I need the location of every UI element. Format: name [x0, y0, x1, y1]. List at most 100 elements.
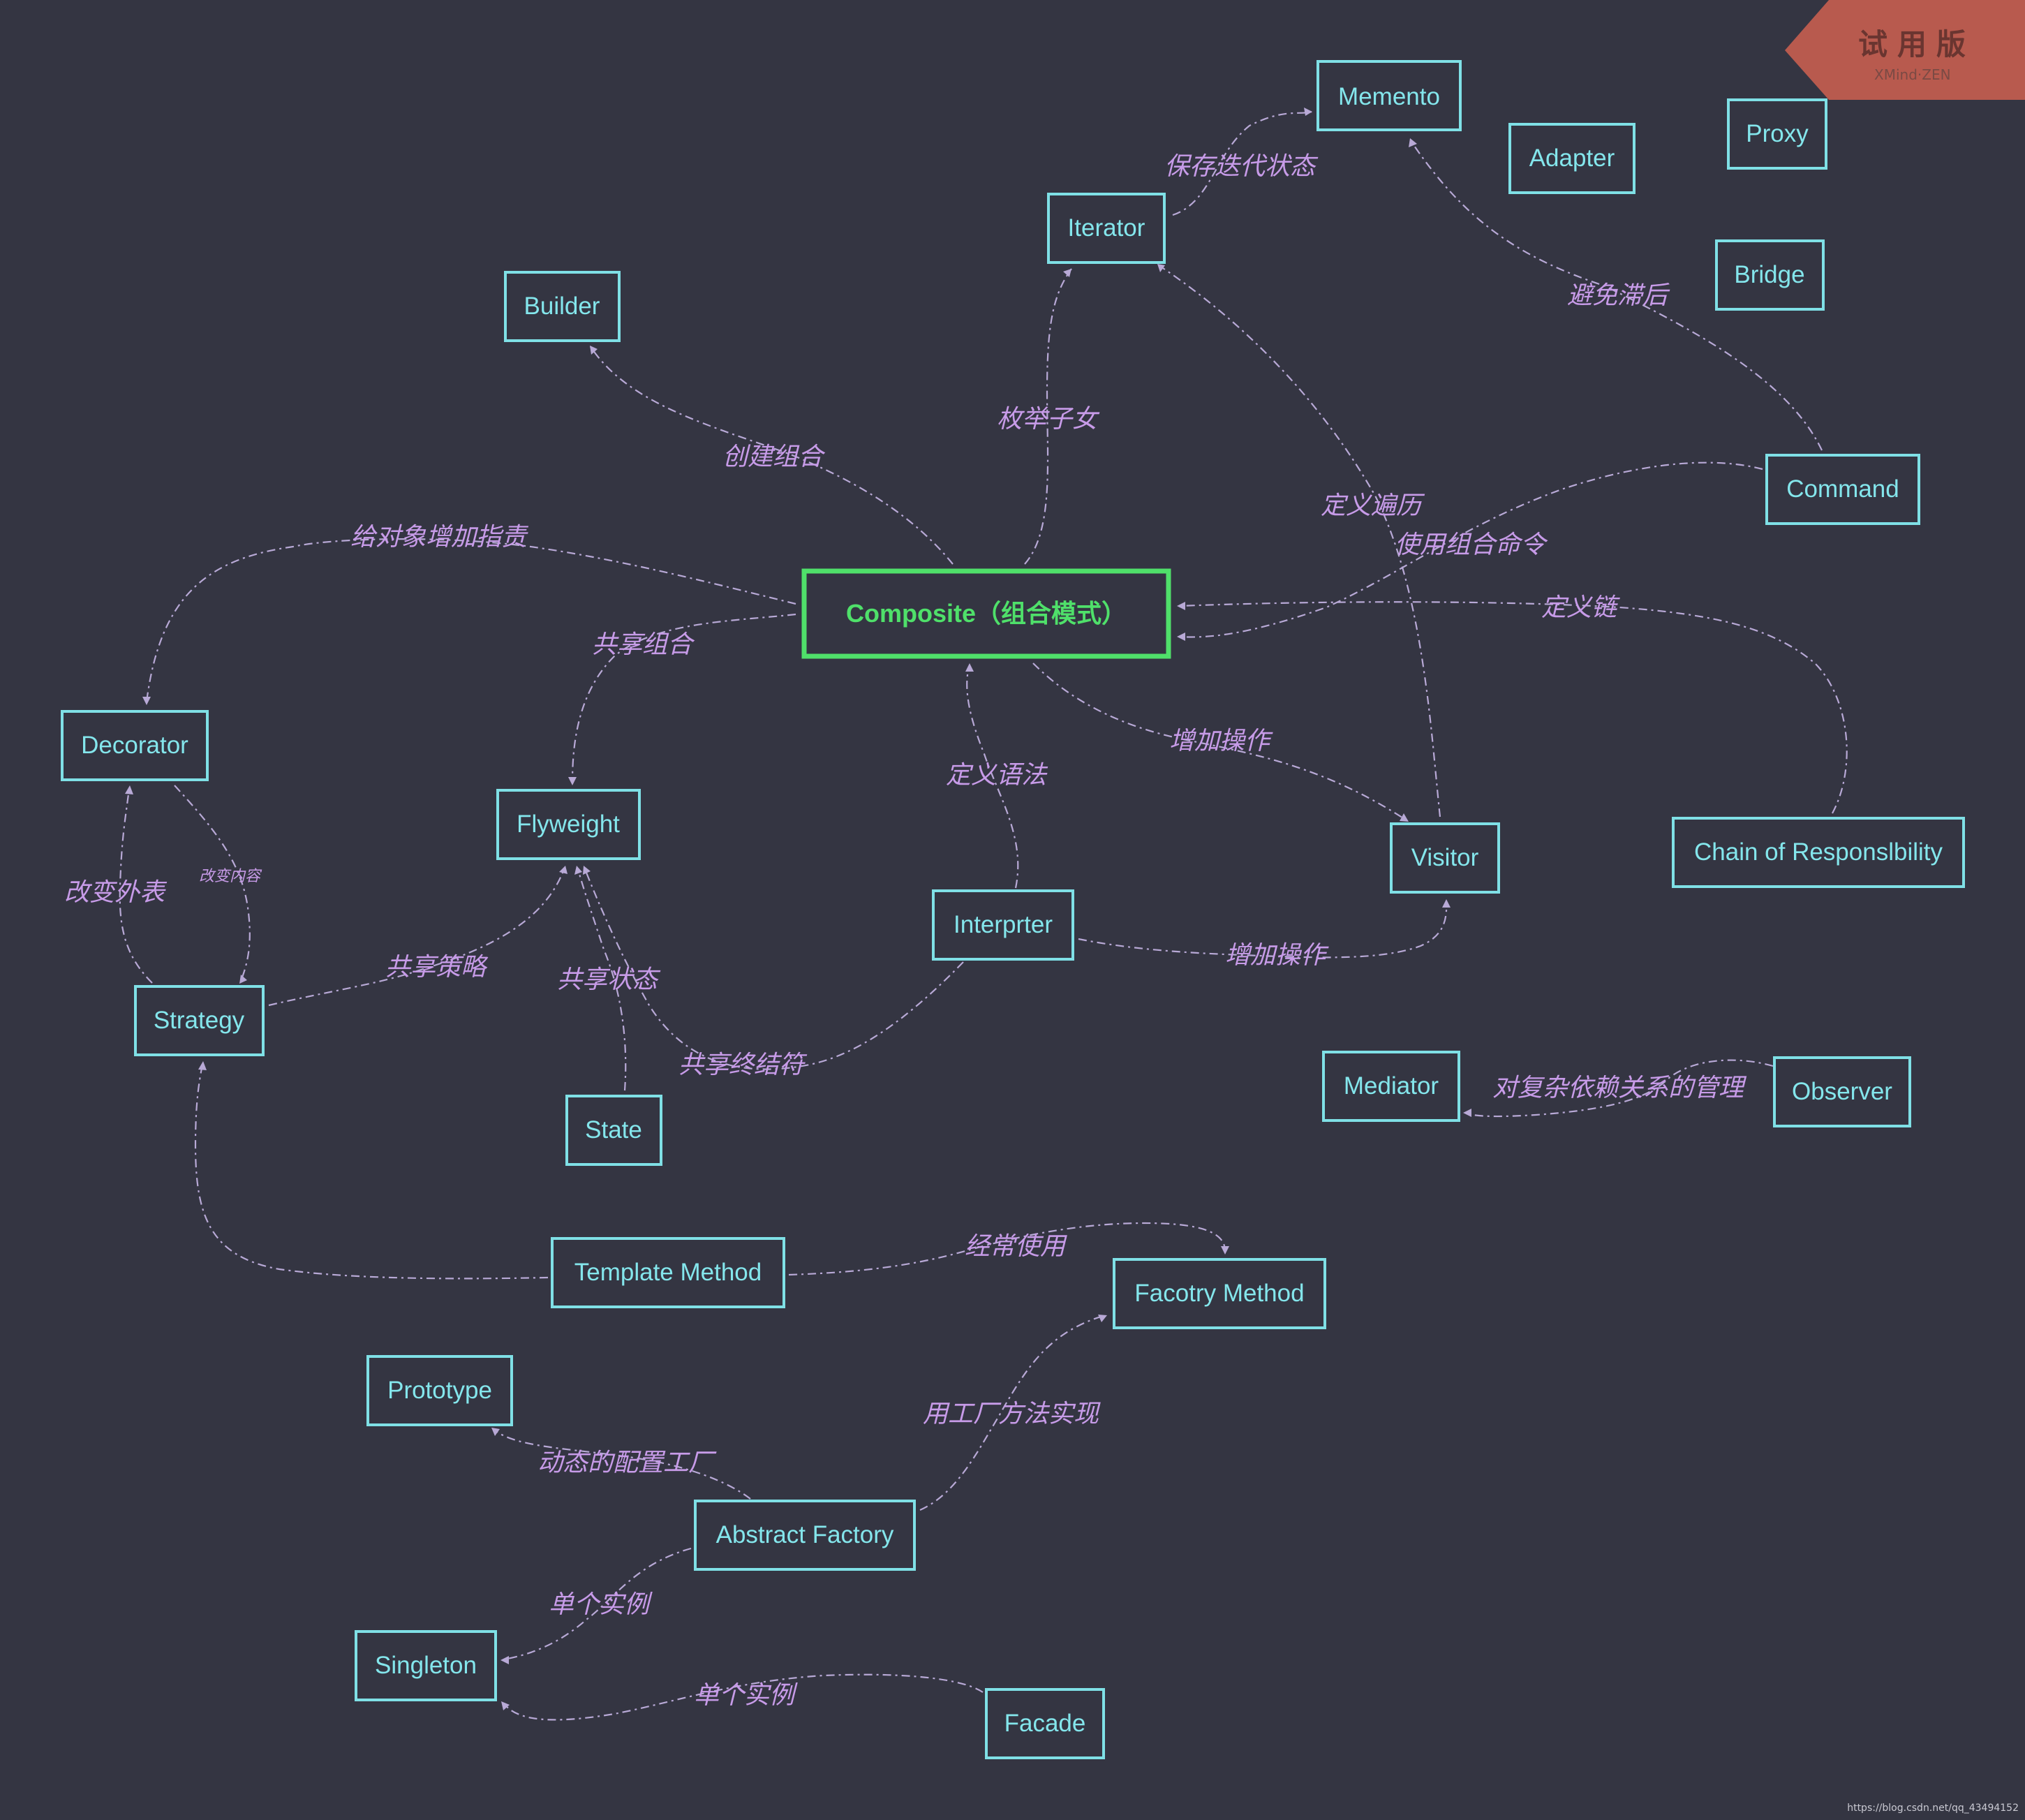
trial-badge: 试用版 XMind·ZEN	[1785, 0, 2025, 100]
arrow-head	[239, 975, 247, 984]
node-builder[interactable]: Builder	[504, 271, 621, 342]
label-visitor-iterator: 定义遍历	[1321, 491, 1425, 520]
edge-strategy-decorator	[119, 788, 153, 984]
label-composite-flyweight: 共享组合	[592, 630, 695, 659]
edge-command-composite	[1179, 461, 1763, 638]
edge-command-memento	[1409, 139, 1823, 451]
arrow-head	[559, 866, 568, 874]
label-iterator-memento: 保存迭代状态	[1164, 152, 1319, 181]
edge-strategy-flyweight	[268, 868, 565, 1007]
edge-template-factory	[788, 1222, 1226, 1276]
node-strategy-label: Strategy	[154, 1007, 245, 1034]
edges	[119, 108, 1848, 1721]
node-memento-label: Memento	[1338, 83, 1440, 110]
arrow-head	[1442, 899, 1451, 908]
edge-abstract-factory-method	[919, 1315, 1104, 1511]
label-command-composite: 使用组合命令	[1395, 531, 1548, 559]
node-composite[interactable]: Composite（组合模式）	[801, 568, 1171, 659]
label-composite-builder: 创建组合	[722, 443, 826, 471]
node-adapter[interactable]: Adapter	[1508, 123, 1635, 194]
edge-interpreter-flyweight	[584, 868, 964, 1070]
label-abstract-singleton: 单个实例	[549, 1590, 653, 1619]
label-interpreter-visitor: 增加操作	[1225, 941, 1329, 970]
label-chain-composite: 定义链	[1541, 593, 1620, 622]
node-facade[interactable]: Facade	[985, 1688, 1105, 1759]
node-proxy[interactable]: Proxy	[1727, 98, 1827, 170]
node-command[interactable]: Command	[1765, 454, 1920, 525]
node-singleton[interactable]: Singleton	[355, 1630, 497, 1701]
edge-abstract-singleton	[503, 1547, 692, 1661]
node-singleton-label: Singleton	[375, 1652, 477, 1679]
label-observer-mediator: 对复杂依赖关系的管理	[1492, 1074, 1747, 1102]
arrow-head	[1463, 1109, 1471, 1117]
trial-badge-subtitle: XMind·ZEN	[1874, 66, 1951, 83]
node-bridge-label: Bridge	[1734, 261, 1804, 288]
arrow-head	[1157, 264, 1165, 272]
trial-badge-title: 试用版	[1858, 27, 1975, 61]
arrow-head	[491, 1428, 500, 1436]
node-observer[interactable]: Observer	[1773, 1056, 1911, 1127]
label-composite-visitor: 增加操作	[1169, 727, 1273, 755]
arrow-head	[965, 663, 974, 672]
edge-composite-builder	[589, 345, 954, 565]
node-abstract-factory-label: Abstract Factory	[716, 1521, 894, 1548]
edge-interpreter-visitor	[1078, 901, 1448, 959]
node-memento[interactable]: Memento	[1316, 60, 1462, 131]
label-state-flyweight: 共享状态	[557, 966, 661, 994]
node-iterator[interactable]: Iterator	[1047, 193, 1166, 264]
edge-decorator-strategy	[174, 785, 251, 982]
label-composite-decorator: 给对象增加指责	[350, 523, 529, 552]
node-command-label: Command	[1786, 475, 1899, 503]
edge-composite-flyweight	[571, 613, 796, 783]
trial-ribbon-shape	[1785, 0, 2025, 100]
edge-labels: 保存迭代状态 避免滞后 枚举子女 创建组合 给对象增加指责 定义遍历 使用组合命…	[64, 152, 1747, 1710]
node-decorator[interactable]: Decorator	[61, 710, 209, 781]
node-template-method-label: Template Method	[574, 1259, 762, 1286]
label-interpreter-composite: 定义语法	[946, 761, 1048, 790]
node-mediator[interactable]: Mediator	[1322, 1051, 1460, 1122]
node-interpreter-label: Interprter	[954, 911, 1053, 938]
node-chain-of-responsibility[interactable]: Chain of Responslbility	[1672, 817, 1965, 888]
edge-facade-singleton	[503, 1673, 984, 1721]
arrow-head	[1177, 602, 1185, 610]
node-abstract-factory[interactable]: Abstract Factory	[694, 1500, 916, 1571]
node-adapter-label: Adapter	[1529, 145, 1615, 172]
arrow-head	[1409, 138, 1417, 147]
node-bridge[interactable]: Bridge	[1715, 239, 1825, 311]
source-watermark: https://blog.csdn.net/qq_43494152	[1847, 1803, 2019, 1814]
node-strategy[interactable]: Strategy	[134, 985, 265, 1056]
arrow-head	[198, 1061, 207, 1070]
node-interpreter[interactable]: Interprter	[932, 889, 1074, 961]
node-prototype[interactable]: Prototype	[366, 1355, 513, 1426]
edge-state-flyweight	[577, 868, 627, 1091]
node-factory-method[interactable]: Facotry Method	[1113, 1258, 1326, 1329]
node-flyweight[interactable]: Flyweight	[496, 789, 641, 860]
label-abstract-prototype: 动态的配置工厂	[537, 1449, 717, 1477]
edge-chain-composite	[1179, 601, 1848, 814]
arrow-head	[1221, 1246, 1229, 1255]
arrow-head	[1098, 1315, 1107, 1322]
arrow-head	[1400, 813, 1409, 822]
label-template-factory: 经常使用	[965, 1232, 1067, 1261]
edge-composite-iterator	[1024, 268, 1072, 565]
edge-abstract-prototype	[494, 1429, 751, 1500]
label-strategy-decorator: 改变外表	[64, 878, 168, 907]
arrow-head	[1063, 269, 1071, 277]
arrow-head	[590, 346, 598, 355]
arrow-head	[501, 1701, 510, 1710]
node-proxy-label: Proxy	[1746, 120, 1809, 147]
node-visitor[interactable]: Visitor	[1390, 822, 1500, 894]
node-template-method[interactable]: Template Method	[551, 1237, 785, 1308]
node-state[interactable]: State	[565, 1095, 662, 1166]
node-facade-label: Facade	[1004, 1710, 1086, 1737]
node-observer-label: Observer	[1792, 1078, 1892, 1105]
label-abstract-factory-method: 用工厂方法实现	[923, 1400, 1101, 1428]
arrow-head	[1177, 632, 1185, 641]
node-visitor-label: Visitor	[1411, 844, 1479, 871]
label-decorator-strategy: 改变内容	[199, 868, 262, 885]
label-composite-iterator: 枚举子女	[997, 405, 1100, 434]
node-flyweight-label: Flyweight	[517, 811, 620, 838]
node-prototype-label: Prototype	[387, 1377, 492, 1404]
arrow-head	[142, 697, 151, 705]
